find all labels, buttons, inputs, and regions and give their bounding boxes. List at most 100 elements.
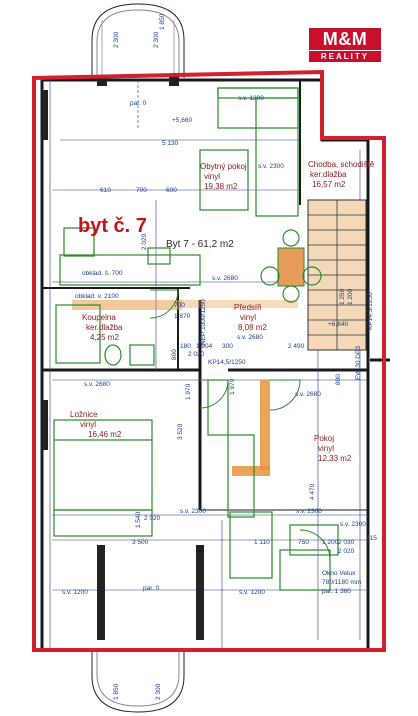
sv-2300-b1: s.v. 2300 [180,508,206,515]
sv-2680-b: s.v. 2680 [237,334,263,341]
room-hall-name: Chodba, schodiště [308,160,375,169]
shoe-cabinet [207,379,229,436]
par-top: par. 0 [130,100,147,107]
brand-logo-mark: M&M [309,28,381,50]
dim-1970-b: 1 970 [185,383,192,400]
room-entry-name: Předsíň [234,303,262,312]
dim-bottom-1: 1 850 [113,683,120,700]
dim-3520: 3 520 [177,423,184,440]
room-room-name: Pokoj [314,434,334,443]
sv-2680-c: s.v. 2680 [84,381,110,388]
chair [289,524,339,556]
kitchen-counter [59,254,201,286]
small-dim-180: 180 [180,343,191,350]
dim-700-b: 700 [174,302,185,309]
coffee-table [199,149,249,211]
sv-2680-d: s.v. 2680 [295,391,321,398]
dim-750: 750 [298,539,309,546]
obklad-2100: obklad. v. 2100 [75,293,119,300]
room-bath: Koupelna ker.dlažba 4,25 m2 [82,313,123,342]
dim-1870: 1 870 [174,313,191,320]
room-room-area: 12,33 m2 [318,454,352,463]
dim-top-1: 2 300 [113,31,120,48]
sv-2300-living: s.v. 2300 [258,163,284,170]
small-dim-1904: 1 904 [196,343,213,350]
room-room-floor: vinyl [318,444,334,453]
dim-2020-b: 2 020 [188,351,205,358]
room-bedroom-area: 16,46 m2 [88,430,122,439]
windows [42,76,204,640]
obklad-700: obklad. š. 700 [82,270,123,277]
dim-top-2: 2 300 [153,31,160,48]
brand-logo: M&M REALITY [309,28,381,62]
furniture [53,87,339,591]
dim-2020-a: 2 020 [141,233,148,250]
dim-3500: 3 500 [132,539,149,546]
wardrobe [53,509,153,537]
sv-1200-top: s.v. 1200 [238,95,264,102]
level-top: +5,660 [172,117,192,124]
room-bedroom-floor: vinyl [80,420,96,429]
dim-215: 215 [366,535,377,542]
staircase [307,199,367,351]
doors [149,289,331,561]
sv-1200-bl: s.v. 1200 [62,589,88,596]
room-hall-area: 16,57 m2 [312,180,346,189]
dim-1200-r: 1 200 [347,288,354,305]
room-bath-name: Koupelna [82,313,116,322]
room-entry: Předsíň vinyl 8,08 m2 [234,303,267,332]
room-entry-floor: vinyl [240,313,256,322]
dining-table [260,229,322,303]
dimension-lines [49,80,368,650]
toilet [104,344,122,366]
annotations: 2 300 2 300 1 850 par. 0 s.v. 1200 +5,66… [62,13,377,700]
room-bedroom: Ložnice vinyl 16,46 m2 [70,410,122,439]
sv-2300-b3: s.v. 2300 [340,521,366,528]
dim-2490: 2 490 [288,343,305,350]
room-living-area: 19,38 m2 [204,182,238,191]
level-right: +6,640 [328,321,348,328]
desk [229,511,273,579]
kp2: KP14,5/1250 [208,359,246,366]
room-bath-floor: ker.dlažba [86,323,123,332]
nep: NEP 1000/1250 [200,299,207,345]
sv-2680-a: s.v. 2680 [212,275,238,282]
hall-wardrobe [227,434,255,518]
unit-subtitle: Byt 7 - 61,2 m2 [166,239,234,250]
dim-2020-d: 2 020 [338,548,355,555]
brand-logo-sub: REALITY [309,50,381,62]
bottom-bay-window [91,650,185,713]
room-living: Obytný pokoj vinyl 19,38 m2 [200,162,247,191]
bathtub [55,304,101,364]
room-bedroom-name: Ložnice [70,410,98,419]
par-bottom: par. 0 [143,585,160,592]
dim-610: 610 [100,187,111,194]
dim-800-b: 800 [335,374,342,385]
small-dim-300: 300 [222,343,233,350]
room-room: Pokoj vinyl 12,33 m2 [314,434,352,463]
washbasin [129,344,155,366]
room-entry-area: 8,08 m2 [238,323,267,332]
dim-top-3: 1 850 [159,13,166,30]
room-bath-area: 4,25 m2 [90,333,119,342]
dim-800-a: 800 [171,349,178,360]
dim-1970-a: 1 970 [229,378,236,395]
sofa-chaise [255,97,299,217]
velux-2: 780/1180 mm [322,579,361,586]
velux-3: par. 1 360 [322,588,351,595]
room-hall-floor: ker.dlažba [310,170,347,179]
room-hall: Chodba, schodiště ker.dlažba 16,57 m2 [308,160,375,189]
dim-bottom-2: 2 300 [155,683,162,700]
dim-2030: 2 030 [338,539,355,546]
unit-outline [32,69,386,652]
unit-title: byt č. 7 [78,215,147,237]
dim-1250: 1 250 [339,288,346,305]
dim-1200-b: 1 200 [322,539,339,546]
room-labels: Obytný pokoj vinyl 19,38 m2 Chodba, scho… [70,160,375,463]
dim-600: 600 [166,187,177,194]
dim-5130: 5 130 [162,140,179,147]
sofa [217,87,299,129]
room-living-floor: vinyl [204,172,220,181]
kp1: KP14,5/1250 [367,292,374,330]
